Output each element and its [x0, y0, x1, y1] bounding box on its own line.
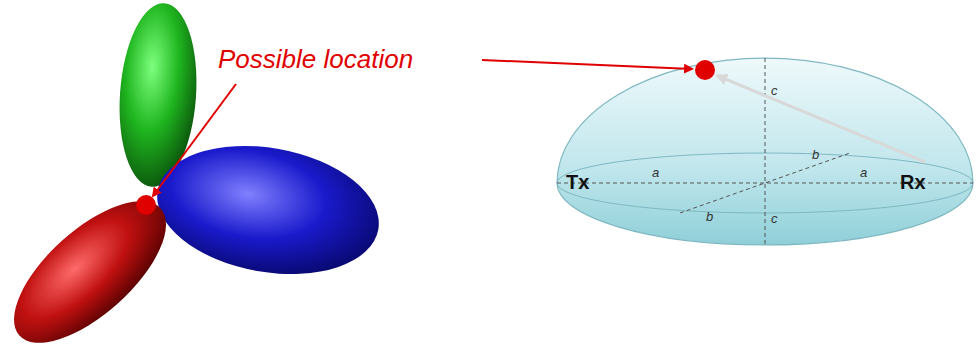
location-dot [695, 60, 715, 80]
axis-label: b [706, 210, 713, 223]
ellipsoid-outline [557, 58, 973, 245]
b-axis [680, 153, 850, 213]
location-dot [136, 195, 156, 215]
callout-label: Possible location [218, 46, 413, 72]
axis-label: a [860, 166, 867, 179]
axis-label: c [771, 84, 778, 97]
axis-label: b [812, 148, 819, 161]
leader-arrow [153, 84, 236, 196]
rx-label: Rx [900, 172, 926, 192]
c-axis [765, 58, 766, 245]
leader-arrow [482, 60, 692, 69]
red-ellipsoid [0, 177, 189, 356]
rx-arrow [718, 76, 925, 162]
tx-label: Tx [566, 172, 589, 192]
equator [557, 153, 973, 213]
axis-label: a [652, 166, 659, 179]
axis-label: c [771, 212, 778, 225]
